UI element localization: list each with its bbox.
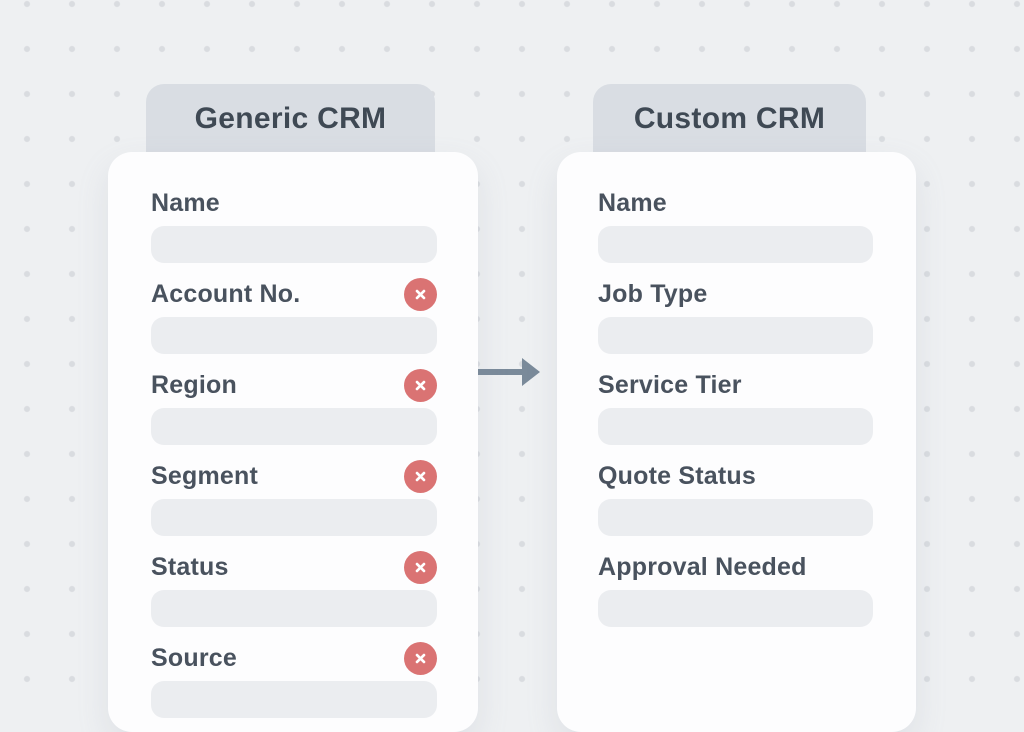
field-label: Account No.: [151, 279, 301, 308]
field-input[interactable]: [151, 226, 437, 263]
field-row: Status: [151, 550, 437, 627]
arrow-right-icon: [478, 358, 540, 386]
field-row: Approval Needed: [598, 550, 873, 627]
field-label-line: Name: [151, 186, 437, 220]
field-input[interactable]: [151, 590, 437, 627]
field-label: Status: [151, 552, 229, 581]
x-circle-icon[interactable]: [404, 641, 437, 675]
field-label-line: Name: [598, 186, 873, 220]
field-row: Region: [151, 368, 437, 445]
field-label: Name: [598, 188, 667, 217]
x-circle-icon[interactable]: [404, 368, 437, 402]
field-row: Name: [598, 186, 873, 263]
x-circle-icon[interactable]: [404, 550, 437, 584]
field-row: Job Type: [598, 277, 873, 354]
field-label-line: Region: [151, 368, 437, 402]
panel-title: Generic CRM: [194, 102, 387, 135]
field-label-line: Quote Status: [598, 459, 873, 493]
field-label: Quote Status: [598, 461, 756, 490]
field-row: Service Tier: [598, 368, 873, 445]
field-label-line: Segment: [151, 459, 437, 493]
x-circle-icon[interactable]: [404, 277, 437, 311]
field-row: Quote Status: [598, 459, 873, 536]
field-label: Source: [151, 643, 237, 672]
x-circle-icon[interactable]: [404, 459, 437, 493]
field-label: Region: [151, 370, 237, 399]
field-label: Job Type: [598, 279, 708, 308]
field-row: Source: [151, 641, 437, 718]
field-label-line: Job Type: [598, 277, 873, 311]
custom-crm-card: Name Job Type Service Tier: [557, 152, 916, 732]
field-label-line: Service Tier: [598, 368, 873, 402]
field-input[interactable]: [598, 408, 873, 445]
field-input[interactable]: [151, 499, 437, 536]
field-input[interactable]: [598, 590, 873, 627]
field-label: Service Tier: [598, 370, 742, 399]
field-input[interactable]: [598, 499, 873, 536]
field-label-line: Status: [151, 550, 437, 584]
field-input[interactable]: [598, 226, 873, 263]
field-row: Segment: [151, 459, 437, 536]
field-input[interactable]: [151, 408, 437, 445]
field-input[interactable]: [598, 317, 873, 354]
field-label: Segment: [151, 461, 258, 490]
field-label: Approval Needed: [598, 552, 807, 581]
field-input[interactable]: [151, 681, 437, 718]
generic-crm-card: Name Account No. Region: [108, 152, 478, 732]
field-label-line: Approval Needed: [598, 550, 873, 584]
field-label-line: Account No.: [151, 277, 437, 311]
panel-title: Custom CRM: [633, 102, 826, 135]
field-row: Account No.: [151, 277, 437, 354]
field-row: Name: [151, 186, 437, 263]
field-label: Name: [151, 188, 220, 217]
field-label-line: Source: [151, 641, 437, 675]
field-input[interactable]: [151, 317, 437, 354]
